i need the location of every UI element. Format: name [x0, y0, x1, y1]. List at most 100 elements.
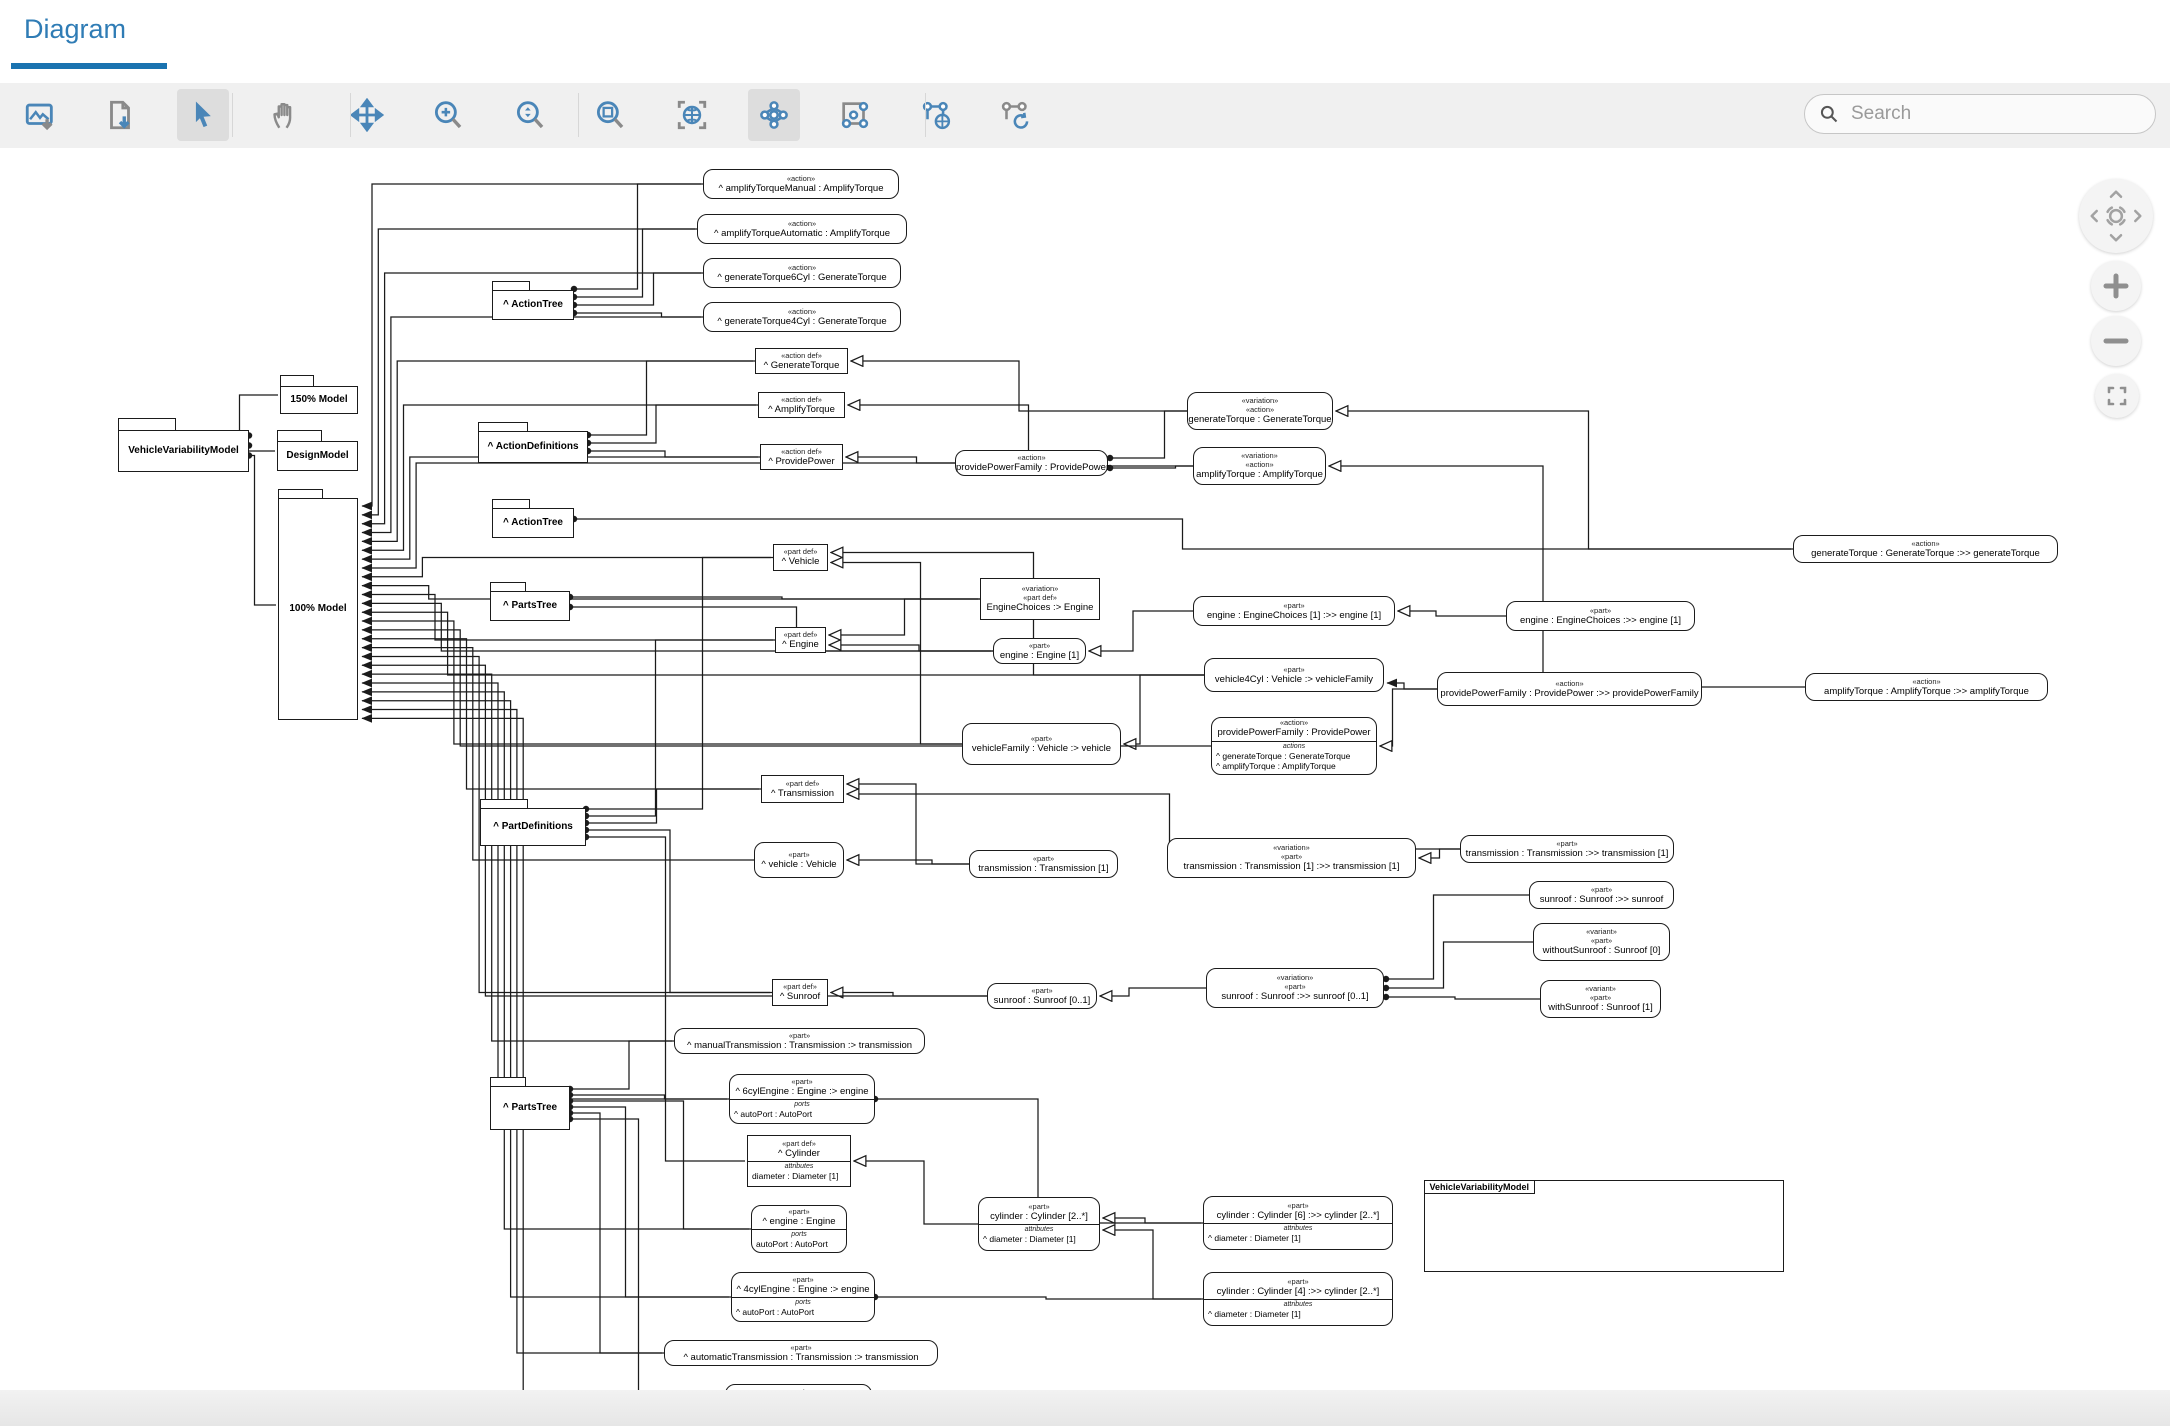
- fit-to-screen-button[interactable]: [2095, 374, 2139, 418]
- package--actiontree[interactable]: ^ ActionTree: [492, 499, 574, 539]
- diagram-node-n40[interactable]: «part def»^ Sunroof: [772, 979, 828, 1006]
- diagram-node-n23[interactable]: «part def»^ Engine: [775, 627, 826, 653]
- zoom-fit-button[interactable]: [584, 89, 636, 141]
- zoom-fit-icon: [596, 101, 624, 129]
- diagram-node-n31[interactable]: «part def»^ Transmission: [761, 775, 844, 803]
- cursor-icon: [195, 101, 211, 128]
- package--partdefinitions[interactable]: ^ PartDefinitions: [480, 799, 586, 847]
- center-diagram-button[interactable]: [666, 89, 718, 141]
- layout-reset-button[interactable]: [989, 89, 1041, 141]
- diagram-node-n15[interactable]: «action»providePowerFamily : ProvidePowe…: [955, 450, 1110, 476]
- pan-button[interactable]: [259, 89, 311, 141]
- node-name: providePowerFamily : ProvidePower: [956, 461, 1110, 473]
- diagram-node-n39[interactable]: «variant»«part»withSunroof : Sunroof [1]: [1540, 980, 1661, 1018]
- diagram-node-n37[interactable]: «part»sunroof : Sunroof :>> sunroof: [1529, 881, 1674, 909]
- plus-icon: [2103, 273, 2129, 299]
- diagram-node-n29[interactable]: «part»vehicleFamily : Vehicle :> vehicle: [962, 723, 1121, 765]
- diagram-node-n50[interactable]: «part»cylinder : Cylinder [4] :>> cylind…: [1203, 1272, 1393, 1326]
- package-designmodel[interactable]: DesignModel: [277, 430, 358, 472]
- node-stereotype: «part»: [1287, 1200, 1309, 1210]
- diagram-node-n34[interactable]: «part»transmission : Transmission [1]: [969, 850, 1118, 878]
- diagram-node-n35[interactable]: «variation»«part»transmission : Transmis…: [1167, 838, 1416, 878]
- select-button[interactable]: [177, 89, 229, 141]
- zoom-out-button[interactable]: [504, 89, 556, 141]
- frame-vehiclevariabilitymodel[interactable]: VehicleVariabilityModel: [1423, 1179, 1784, 1272]
- tab-diagram[interactable]: Diagram: [24, 14, 127, 44]
- search-box[interactable]: [1804, 94, 2156, 134]
- diagram-node-n10[interactable]: «action def»^ AmplifyTorque: [758, 392, 845, 418]
- diagram-node-n41[interactable]: «part»sunroof : Sunroof [0..1]: [987, 983, 1097, 1009]
- diagram-node-n33[interactable]: «part»^ vehicle : Vehicle: [754, 842, 844, 878]
- layout-graph-button[interactable]: [748, 89, 800, 141]
- diagram-node-n9[interactable]: «action def»^ GenerateTorque: [755, 348, 848, 374]
- diagram-node-n38[interactable]: «variant»«part»withoutSunroof : Sunroof …: [1533, 923, 1670, 961]
- diagram-node-n30[interactable]: «action»providePowerFamily : ProvidePowe…: [1211, 717, 1377, 775]
- header: Diagram: [0, 0, 2170, 83]
- diagram-node-n6[interactable]: «action»^ amplifyTorqueAutomatic : Ampli…: [697, 214, 907, 244]
- node-stereotype: «part»: [1284, 982, 1306, 992]
- node-name: ^ vehicle : Vehicle: [761, 858, 837, 870]
- node-stereotype: «part»: [788, 849, 810, 859]
- diagram-node-n24[interactable]: «part»engine : Engine [1]: [993, 638, 1086, 664]
- diagram-node-n26[interactable]: «part»engine : EngineChoices :>> engine …: [1506, 601, 1695, 631]
- diagram-node-n11[interactable]: «action def»^ ProvidePower: [760, 444, 843, 470]
- diagram-node-n17[interactable]: «variation»«action»amplifyTorque : Ampli…: [1193, 447, 1326, 485]
- diagram-node-n52[interactable]: «part»^ automaticTransmission : Transmis…: [664, 1340, 938, 1366]
- search-input[interactable]: [1849, 102, 2141, 126]
- package-label: ^ ActionDefinitions: [487, 441, 579, 452]
- package--actiondefinitions[interactable]: ^ ActionDefinitions: [478, 422, 588, 464]
- diagram-node-n19[interactable]: «action»amplifyTorque : AmplifyTorque :>…: [1805, 673, 2048, 701]
- package--partstree[interactable]: ^ PartsTree: [490, 582, 570, 622]
- node-compartment: attributes^ diameter : Diameter [1]: [979, 1224, 1099, 1247]
- diagram-node-n7[interactable]: «action»^ generateTorque6Cyl : GenerateT…: [703, 258, 901, 288]
- package-100-model[interactable]: 100% Model: [278, 489, 358, 721]
- node-compartment: actions^ generateTorque : GenerateTorque…: [1212, 740, 1376, 774]
- package--partstree[interactable]: ^ PartsTree: [490, 1077, 570, 1131]
- node-name: ^ ProvidePower: [768, 455, 835, 467]
- package-label: ^ PartsTree: [502, 600, 558, 611]
- diagram-node-n25[interactable]: «part»engine : EngineChoices [1] :>> eng…: [1193, 596, 1395, 626]
- node-stereotype: «part»: [1287, 1276, 1309, 1286]
- diagram-node-n16[interactable]: «variation»«action»generateTorque : Gene…: [1187, 392, 1333, 430]
- diagram-node-n28[interactable]: «action»providePowerFamily : ProvidePowe…: [1437, 672, 1702, 706]
- package-150-model[interactable]: 150% Model: [280, 375, 358, 415]
- hand-icon: [273, 103, 292, 129]
- pan-compass-control[interactable]: [2079, 179, 2153, 253]
- node-name: ^ amplifyTorqueManual : AmplifyTorque: [718, 182, 884, 194]
- layout-box-button[interactable]: [829, 89, 881, 141]
- zoom-in-button[interactable]: [422, 89, 474, 141]
- diagram-node-n20[interactable]: «part def»^ Vehicle: [773, 544, 828, 571]
- package-label: DesignModel: [286, 450, 349, 461]
- zoom-out-icon: [516, 101, 544, 129]
- diagram-node-n36[interactable]: «part»transmission : Transmission :>> tr…: [1460, 835, 1674, 863]
- move-button[interactable]: [341, 89, 393, 141]
- package--actiontree[interactable]: ^ ActionTree: [492, 281, 574, 321]
- export-document-button[interactable]: [94, 89, 146, 141]
- export-image-button[interactable]: [14, 89, 66, 141]
- diagram-node-n22[interactable]: «variation»«part def»EngineChoices :> En…: [980, 578, 1100, 620]
- toolbar-separator: [350, 93, 351, 137]
- node-name: vehicleFamily : Vehicle :> vehicle: [971, 742, 1112, 754]
- toolbar-separator: [232, 93, 233, 137]
- diagram-node-n18[interactable]: «action»generateTorque : GenerateTorque …: [1793, 535, 2058, 563]
- zoom-out-button[interactable]: [2091, 316, 2141, 366]
- zoom-in-button[interactable]: [2091, 261, 2141, 311]
- diagram-node-n27[interactable]: «part»vehicle4Cyl : Vehicle :> vehicleFa…: [1204, 658, 1384, 692]
- node-stereotype: «part»: [1590, 884, 1613, 894]
- diagram-node-n48[interactable]: «part»cylinder : Cylinder [2..*]attribut…: [978, 1197, 1100, 1251]
- graph-layout-icon: [760, 101, 788, 129]
- zoom-in-icon: [434, 101, 462, 129]
- package-vehiclevariabilitymodel[interactable]: VehicleVariabilityModel: [118, 418, 249, 473]
- diagram-node-n8[interactable]: «action»^ generateTorque4Cyl : GenerateT…: [703, 302, 901, 332]
- diagram-node-n42[interactable]: «variation»«part»sunroof : Sunroof :>> s…: [1206, 968, 1384, 1008]
- node-name: amplifyTorque : AmplifyTorque: [1196, 469, 1323, 481]
- node-stereotype: «action»: [1555, 678, 1584, 688]
- diagram-node-n5[interactable]: «action»^ amplifyTorqueManual : AmplifyT…: [703, 169, 899, 199]
- diagram-node-n49[interactable]: «part»cylinder : Cylinder [6] :>> cylind…: [1203, 1196, 1393, 1250]
- layout-global-button[interactable]: [910, 89, 962, 141]
- diagram-node-n43[interactable]: «part»^ manualTransmission : Transmissio…: [674, 1028, 925, 1054]
